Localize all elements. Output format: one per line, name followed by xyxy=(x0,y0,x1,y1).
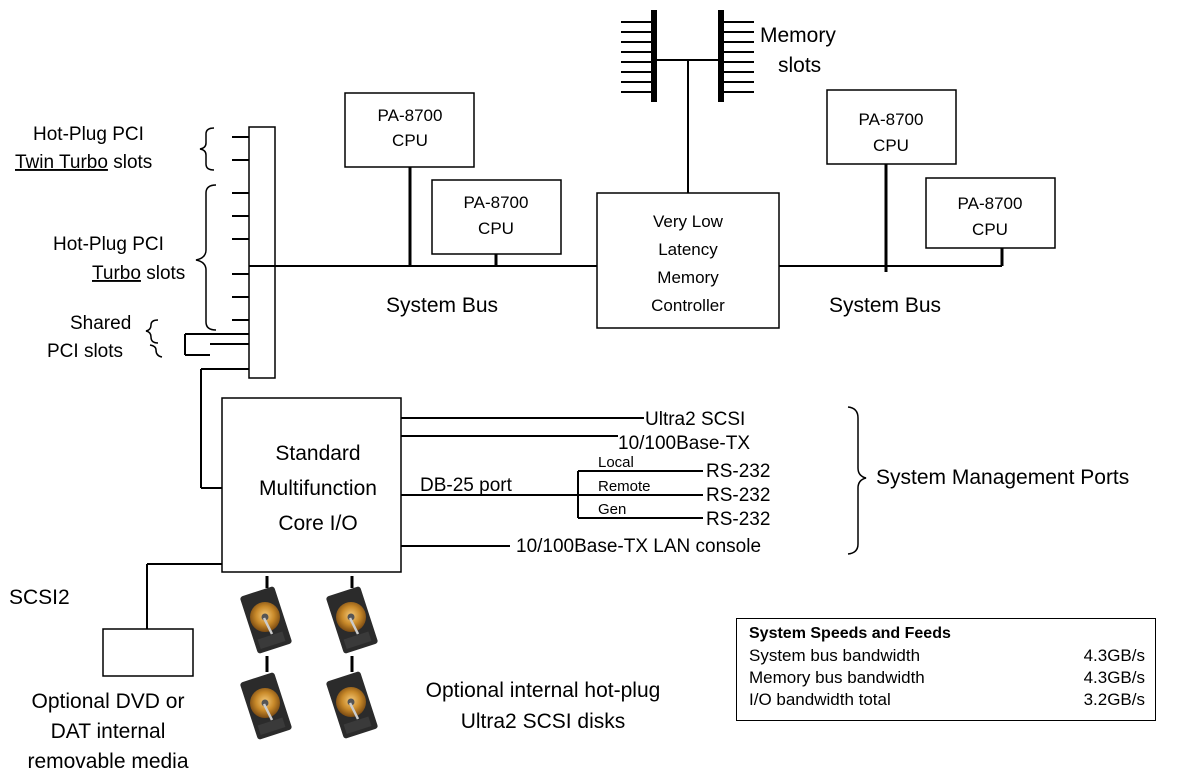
shared-label-1: Shared xyxy=(70,313,131,334)
gen-label: Gen xyxy=(598,501,626,518)
db25-port-label: DB-25 port xyxy=(420,475,513,496)
disk-connectors xyxy=(265,576,354,672)
cpu-3-label-2: CPU xyxy=(873,136,909,155)
cpu-2-label-2: CPU xyxy=(478,219,514,238)
scsi2-lines xyxy=(146,563,222,629)
cpu-3-label-1: PA-8700 xyxy=(859,110,924,129)
speeds-feeds-title: System Speeds and Feeds xyxy=(749,625,951,642)
memory-controller-label-2: Latency xyxy=(658,240,718,259)
memory-controller-label-1: Very Low xyxy=(653,212,724,231)
turbo-label-1: Hot-Plug PCI xyxy=(53,234,164,255)
speeds-feeds-row: System bus bandwidth 4.3GB/s xyxy=(749,645,1145,667)
hard-disk-icon xyxy=(324,584,380,656)
hard-disk-icon xyxy=(324,669,380,741)
removable-media-box xyxy=(102,628,194,677)
speeds-feeds-row-name: System bus bandwidth xyxy=(749,646,921,665)
speeds-feeds-row: I/O bandwidth total 3.2GB/s xyxy=(749,689,1145,711)
pci-braces xyxy=(145,127,217,358)
dvd-label-2: DAT internal xyxy=(51,720,166,743)
memory-slots xyxy=(621,10,754,193)
cpu-boxes xyxy=(344,89,1056,255)
ultra2-scsi-label: Ultra2 SCSI xyxy=(645,409,745,430)
speeds-feeds-row-value: 4.3GB/s xyxy=(1083,668,1145,687)
hard-disk-icon xyxy=(238,584,294,656)
twin-turbo-label-2: Twin Turbo slots xyxy=(15,152,152,173)
disks-label-1: Optional internal hot-plug xyxy=(426,679,661,702)
core-io-label-3: Core I/O xyxy=(278,512,357,535)
memory-controller-box xyxy=(596,192,780,329)
local-label: Local xyxy=(598,454,634,471)
cpu-1-label-1: PA-8700 xyxy=(378,106,443,125)
lan-console-label: 10/100Base-TX LAN console xyxy=(516,536,761,557)
memory-controller-label-3: Memory xyxy=(657,268,719,287)
cpu-4-label-1: PA-8700 xyxy=(958,194,1023,213)
memory-controller-label-4: Controller xyxy=(651,296,725,315)
turbo-label-2: Turbo slots xyxy=(92,263,185,284)
base-tx-label: 10/100Base-TX xyxy=(618,433,750,454)
pci-bridge-box xyxy=(248,126,276,379)
dvd-label-3: removable media xyxy=(27,750,188,773)
system-bus-lines xyxy=(275,164,1004,272)
sys-mgmt-ports-label: System Management Ports xyxy=(876,466,1129,489)
speeds-feeds-row-name: I/O bandwidth total xyxy=(749,690,891,709)
twin-turbo-label-1: Hot-Plug PCI xyxy=(33,124,144,145)
cpu-2-label-1: PA-8700 xyxy=(464,193,529,212)
rs232-label-2: RS-232 xyxy=(706,485,770,506)
remote-label: Remote xyxy=(598,478,651,495)
rs232-label-1: RS-232 xyxy=(706,461,770,482)
core-io-port-lines xyxy=(401,417,703,547)
system-bus-label-left: System Bus xyxy=(386,294,498,317)
core-io-box xyxy=(221,397,402,573)
speeds-feeds-row-name: Memory bus bandwidth xyxy=(749,668,925,687)
pci-slot-lines xyxy=(184,136,275,489)
speeds-feeds-table: System Speeds and Feeds System bus bandw… xyxy=(736,618,1156,721)
dvd-label-1: Optional DVD or xyxy=(32,690,185,713)
shared-label-2: PCI slots xyxy=(47,341,123,362)
cpu-1-label-2: CPU xyxy=(392,131,428,150)
speeds-feeds-row-value: 3.2GB/s xyxy=(1083,690,1145,709)
scsi2-label: SCSI2 xyxy=(9,586,70,609)
speeds-feeds-row: Memory bus bandwidth 4.3GB/s xyxy=(749,667,1145,689)
mgmt-ports-brace xyxy=(847,406,867,555)
cpu-4-label-2: CPU xyxy=(972,220,1008,239)
core-io-label-1: Standard xyxy=(275,442,360,465)
core-io-label-2: Multifunction xyxy=(259,477,377,500)
memory-slots-label-1: Memory xyxy=(760,24,836,47)
rs232-label-3: RS-232 xyxy=(706,509,770,530)
system-bus-label-right: System Bus xyxy=(829,294,941,317)
memory-slots-label-2: slots xyxy=(778,54,821,77)
speeds-feeds-row-value: 4.3GB/s xyxy=(1083,646,1145,665)
disks-label-2: Ultra2 SCSI disks xyxy=(461,710,626,733)
hard-disk-icon xyxy=(238,670,294,742)
